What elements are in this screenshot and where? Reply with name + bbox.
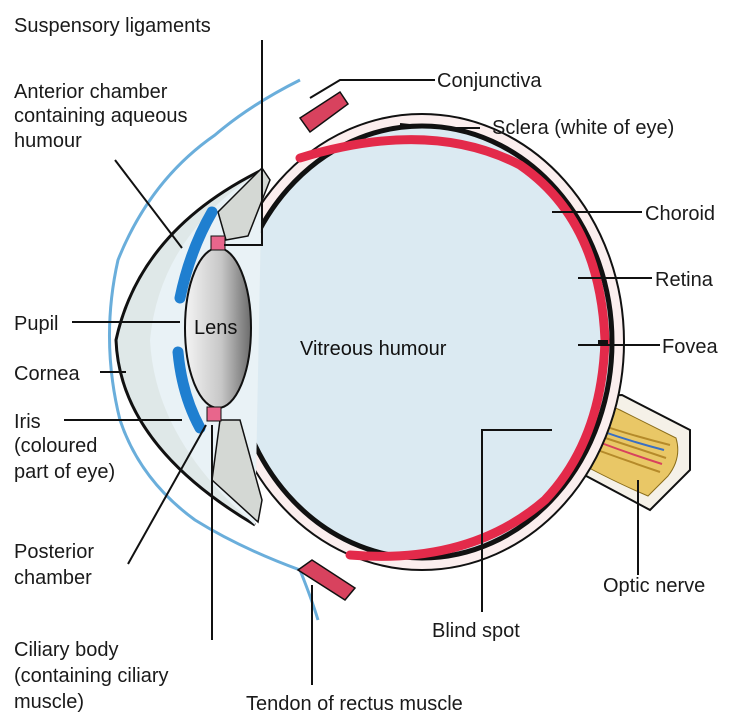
label-iris-line2: (coloured — [14, 435, 97, 457]
label-sclera: Sclera (white of eye) — [492, 117, 674, 139]
label-retina: Retina — [655, 269, 714, 291]
label-choroid: Choroid — [645, 203, 715, 225]
tendon-top — [300, 92, 348, 132]
label-cornea: Cornea — [14, 363, 80, 385]
label-anterior-chamber-line1: Anterior chamber — [14, 81, 168, 103]
label-anterior-chamber-line3: humour — [14, 130, 82, 152]
label-lens: Lens — [194, 317, 237, 339]
label-fovea: Fovea — [662, 336, 718, 358]
tendon-bottom — [298, 560, 355, 600]
label-iris-line1: Iris — [14, 411, 41, 433]
label-posterior-chamber-line2: chamber — [14, 567, 92, 589]
label-posterior-chamber-line1: Posterior — [14, 541, 94, 563]
label-pupil: Pupil — [14, 313, 58, 335]
label-ciliary-body-line2: (containing ciliary — [14, 665, 169, 687]
label-ciliary-body-line3: muscle) — [14, 691, 84, 713]
label-optic-nerve: Optic nerve — [603, 575, 705, 597]
label-blind-spot: Blind spot — [432, 620, 520, 642]
label-suspensory-ligaments: Suspensory ligaments — [14, 15, 211, 37]
label-anterior-chamber-line2: containing aqueous — [14, 105, 187, 127]
label-conjunctiva: Conjunctiva — [437, 70, 542, 92]
label-iris-line3: part of eye) — [14, 461, 115, 483]
label-ciliary-body-line1: Ciliary body — [14, 639, 118, 661]
label-vitreous-humour: Vitreous humour — [300, 338, 447, 360]
label-tendon: Tendon of rectus muscle — [246, 693, 463, 715]
